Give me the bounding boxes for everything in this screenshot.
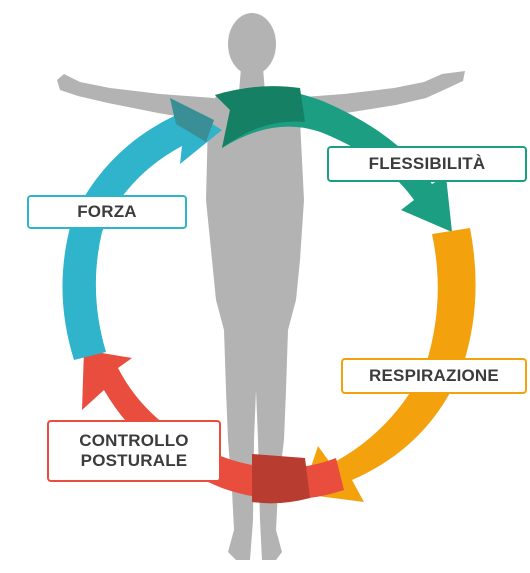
label-controllo-posturale: CONTROLLO POSTURALE	[47, 420, 221, 482]
arc-flessibilita	[215, 88, 452, 233]
figure-head	[228, 13, 276, 75]
arc-forza-shade	[170, 98, 214, 142]
arc-flessibilita-shade	[215, 86, 305, 148]
arc-controllo-shade	[252, 454, 310, 504]
label-flessibilita: FLESSIBILITÀ	[327, 146, 527, 182]
label-respirazione: RESPIRAZIONE	[341, 358, 527, 394]
arc-forza	[62, 98, 222, 360]
figure-body	[206, 92, 304, 560]
label-forza: FORZA	[27, 195, 187, 229]
figure-neck	[239, 68, 265, 92]
